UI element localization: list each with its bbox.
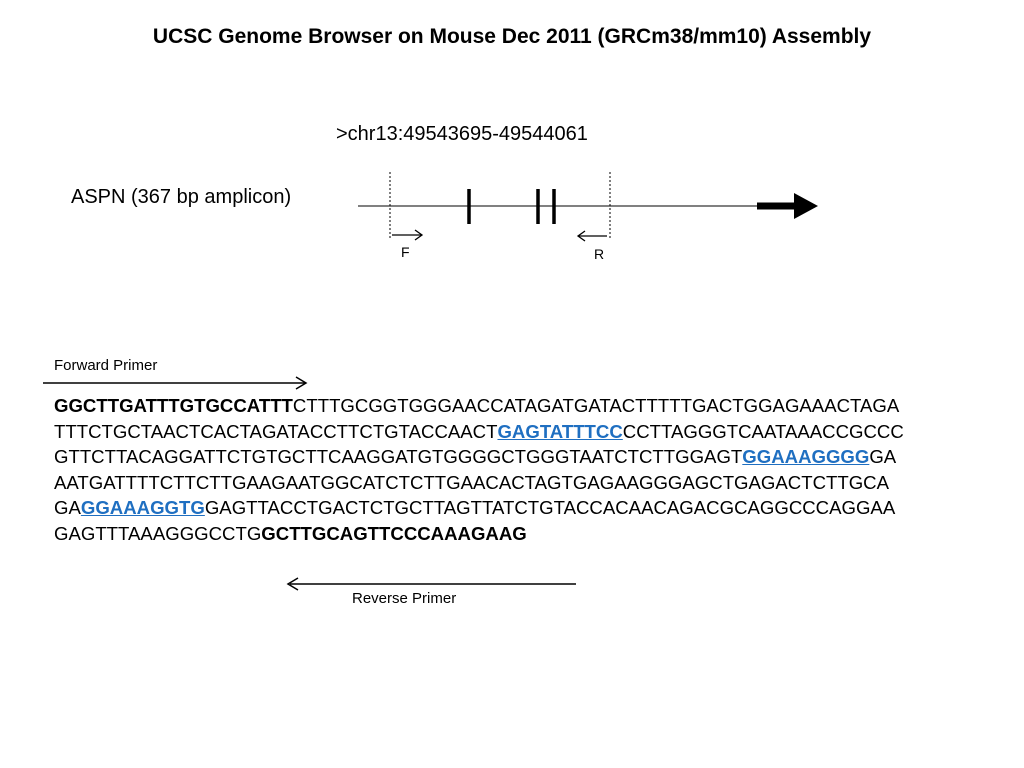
sequence-line: GAGTTTAAAGGGCCTGGCTTGCAGTTCCCAAAGAAG — [54, 521, 1004, 547]
reverse-primer-long-arrowhead — [286, 577, 299, 591]
genomic-coordinates: >chr13:49543695-49544061 — [336, 123, 588, 145]
reverse-primer-label: Reverse Primer — [352, 590, 457, 607]
amplicon-sequence: GGCTTGATTTGTGCCATTTCTTTGCGGTGGGAACCATAGA… — [54, 393, 1004, 547]
forward-primer-long-arrowhead — [295, 376, 308, 390]
sequence-segment: CTTTGCGGTGGGAACCATAGATGATACTTTTTGACTGGAG… — [292, 395, 900, 416]
highlighted-site: GGAAAGGTG — [80, 497, 205, 519]
sequence-segment: GTTCTTACAGGATTCTGTGCTTCAAGGATGTGGGGCTGGG… — [54, 446, 743, 468]
sequence-segment: GAGTTACCTGACTCTGCTTAGTTATCTGTACCACAACAGA… — [204, 497, 896, 519]
forward-primer-sequence: GGCTTGATTTGTGCCATTT — [54, 395, 293, 416]
highlighted-site: GAGTATTTCC — [497, 420, 623, 442]
slide-title: UCSC Genome Browser on Mouse Dec 2011 (G… — [152, 25, 872, 48]
sequence-line: GGCTTGATTTGTGCCATTTCTTTGCGGTGGGAACCATAGA… — [54, 393, 1004, 419]
sequence-line: GTTCTTACAGGATTCTGTGCTTCAAGGATGTGGGGCTGGG… — [54, 444, 1004, 470]
sequence-segment: CCTTAGGGTCAATAAACCGCCC — [622, 420, 904, 442]
forward-primer-marker: F — [401, 244, 410, 260]
amplicon-label: ASPN (367 bp amplicon) — [71, 186, 292, 208]
sequence-segment: AATGATTTTCTTCTTGAAGAATGGCATCTCTTGAACACTA… — [54, 471, 890, 493]
sequence-line: TTTCTGCTAACTCACTAGATACCTTCTGTACCAACTGAGT… — [54, 419, 1004, 445]
direction-arrow-head — [794, 193, 818, 219]
sequence-segment: GAGTTTAAAGGGCCTG — [54, 522, 262, 544]
reverse-primer-marker: R — [594, 246, 605, 262]
reverse-primer-arrowhead — [576, 230, 586, 242]
sequence-line: AATGATTTTCTTCTTGAAGAATGGCATCTCTTGAACACTA… — [54, 470, 1004, 496]
forward-primer-label: Forward Primer — [54, 357, 158, 374]
sequence-segment: TTTCTGCTAACTCACTAGATACCTTCTGTACCAACT — [54, 420, 498, 442]
forward-primer-arrowhead — [414, 229, 424, 241]
reverse-primer-sequence: GCTTGCAGTTCCCAAAGAAG — [261, 522, 527, 544]
sequence-segment: GA — [54, 497, 81, 519]
sequence-segment: GA — [869, 446, 897, 468]
sequence-line: GAGGAAAGGTGGAGTTACCTGACTCTGCTTAGTTATCTGT… — [54, 495, 1004, 521]
highlighted-site: GGAAAGGGG — [742, 446, 870, 468]
